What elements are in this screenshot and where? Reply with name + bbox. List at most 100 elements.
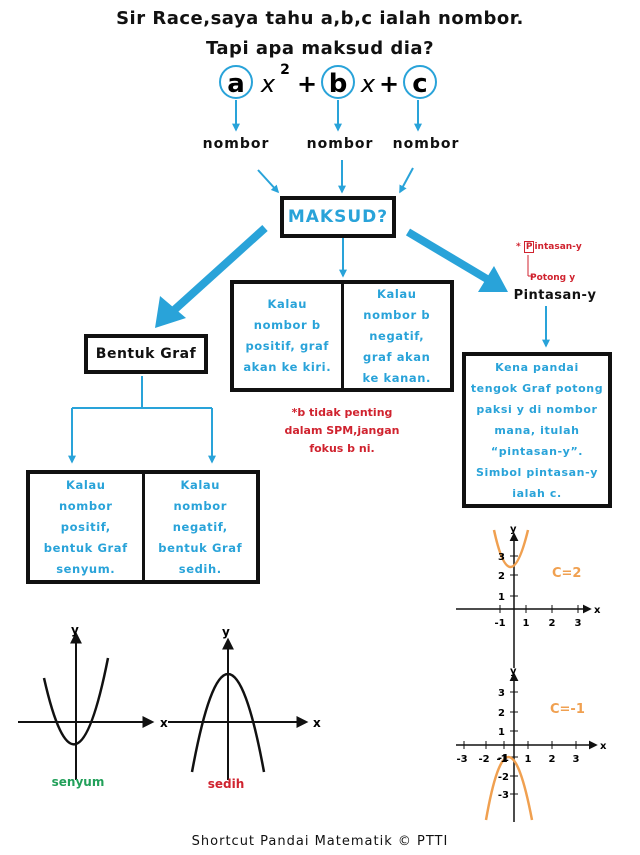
sedih-label: sedih [208,777,245,791]
eq-plus2: + [379,70,399,98]
sedih-curve [190,672,266,773]
b-right-line-3: graf akan [363,349,431,364]
c2-tick-x-2: 2 [549,618,556,629]
eq-b: b [329,69,348,99]
cm1-tick-y-4: -2 [498,772,509,783]
c2-y-label: y [510,524,517,535]
cm1-tick-x-5: 3 [573,754,580,765]
b-box-right: Kalau nombor b negatif, graf akan ke kan… [344,284,451,388]
a-right-line-1: nombor [173,498,227,513]
a-box: Kalau nombor positif, bentuk Graf senyum… [26,470,260,584]
cm1-tick-x-3: 1 [525,754,532,765]
graph-c2 [456,529,592,668]
b-left-line-0: Kalau [267,297,308,311]
cm1-tick-x-0: -3 [456,754,467,765]
c-line-4: “pintasan-y”. [490,444,584,458]
senyum-curve [42,657,110,746]
nombor-label-c: nombor [392,136,460,152]
arrow-nombor3-maksud [399,167,414,194]
cm1-tick-y-2: 1 [498,727,505,738]
big-arrow-right-head [478,266,508,292]
c2-label: C=2 [552,566,581,581]
big-arrow-right-line [405,228,495,286]
a-left-line-1: nombor [59,498,113,513]
cm1-x-label: x [600,741,607,752]
eq-x1: x [260,70,276,98]
cm1-tick-x-2: -1 [496,754,507,765]
c-line-3: mana, itulah [494,423,580,437]
pintasan-note-star: * [516,242,521,252]
eq-exp: 2 [280,62,290,78]
big-arrow-left-head [155,296,186,328]
b-note-line-0: *b tidak penting [291,406,393,419]
footer: Shortcut Pandai Matematik © PTTI [191,834,449,849]
b-right-line-1: nombor b [363,307,431,322]
eq-plus1: + [297,70,317,98]
a-box-right: Kalau nombor negatif, bentuk Graf sedih. [145,474,257,580]
big-arrow-left-line [169,225,268,315]
b-box-left: Kalau nombor b positif, graf akan ke kir… [234,284,344,388]
c2-x-label: x [594,605,601,616]
a-right-line-2: negatif, [172,519,228,534]
c-line-1: tengok Graf potong [470,381,604,395]
nombor-label-a: nombor [202,136,270,152]
title-line-2: Tapi apa maksud dia? [205,38,435,59]
bentuk-graf-text: Bentuk Graf [95,346,197,362]
c-line-6: ialah c. [512,486,562,500]
c-box-text: Kena pandai tengok Graf potong paksi y d… [466,357,608,504]
arrow-nombor1-maksud [257,169,280,194]
b-left-line-2: positif, graf [245,339,330,353]
circle-a [219,65,253,99]
c2-tick-y-2: 1 [498,592,505,603]
cm1-tick-y-1: 2 [498,708,505,719]
bentuk-graf-box: Bentuk Graf [84,334,208,374]
b-right-line-0: Kalau [376,286,417,301]
c2-tick-x-0: -1 [494,618,505,629]
b-note-line-2: fokus b ni. [309,442,375,455]
eq-x2: x [360,70,376,98]
c2-tick-y-1: 2 [498,571,505,582]
cm1-tick-y-3: -1 [498,753,509,764]
cm1-y-label: y [510,666,517,677]
eq-a: a [227,69,245,99]
a-right-line-0: Kalau [180,477,221,492]
senyum-label: senyum [52,775,105,789]
cm1-tick-y-0: 3 [498,688,505,699]
cm1-tick-x-4: 2 [549,754,556,765]
b-left-line-3: akan ke kiri. [243,360,332,374]
b-note: *b tidak penting dalam SPM,jangan fokus … [262,404,422,458]
cm1-tick-x-1: -2 [478,754,489,765]
c2-tick-y-0: 3 [498,552,505,563]
cm1-label: C=-1 [550,702,585,717]
senyum-x-label: x [160,716,168,730]
senyum-y-label: y [71,623,79,637]
eq-c: c [412,69,427,99]
cm1-tick-y-5: -3 [498,790,509,801]
a-left-line-0: Kalau [65,477,106,492]
maksud-text: MAKSUD? [287,207,389,227]
b-note-line-1: dalam SPM,jangan [284,424,400,437]
pintasan-note-rest: intasan-y [534,242,582,252]
c2-tick-x-3: 3 [575,618,582,629]
b-left-line-1: nombor b [253,318,321,332]
a-left-line-4: senyum. [56,561,116,576]
a-box-left: Kalau nombor positif, bentuk Graf senyum… [30,474,145,580]
c-box: Kena pandai tengok Graf potong paksi y d… [462,352,612,508]
c-line-2: paksi y di nombor [476,402,598,416]
c-line-5: Simbol pintasan-y [475,465,599,479]
circle-b [321,65,355,99]
a-left-line-2: positif, [60,519,111,534]
a-right-line-3: bentuk Graf [158,540,243,555]
cm1-curve [484,755,534,821]
circle-c [403,65,437,99]
pintasan-note-p: P [523,241,535,253]
c2-tick-x-1: 1 [523,618,530,629]
a-left-line-3: bentuk Graf [43,540,128,555]
graph-sedih [168,637,309,780]
a-right-line-4: sedih. [178,561,222,576]
pintasan-title: Pintasan-y [513,288,597,303]
b-right-line-4: ke kanan. [362,370,431,385]
c2-curve [492,529,530,568]
